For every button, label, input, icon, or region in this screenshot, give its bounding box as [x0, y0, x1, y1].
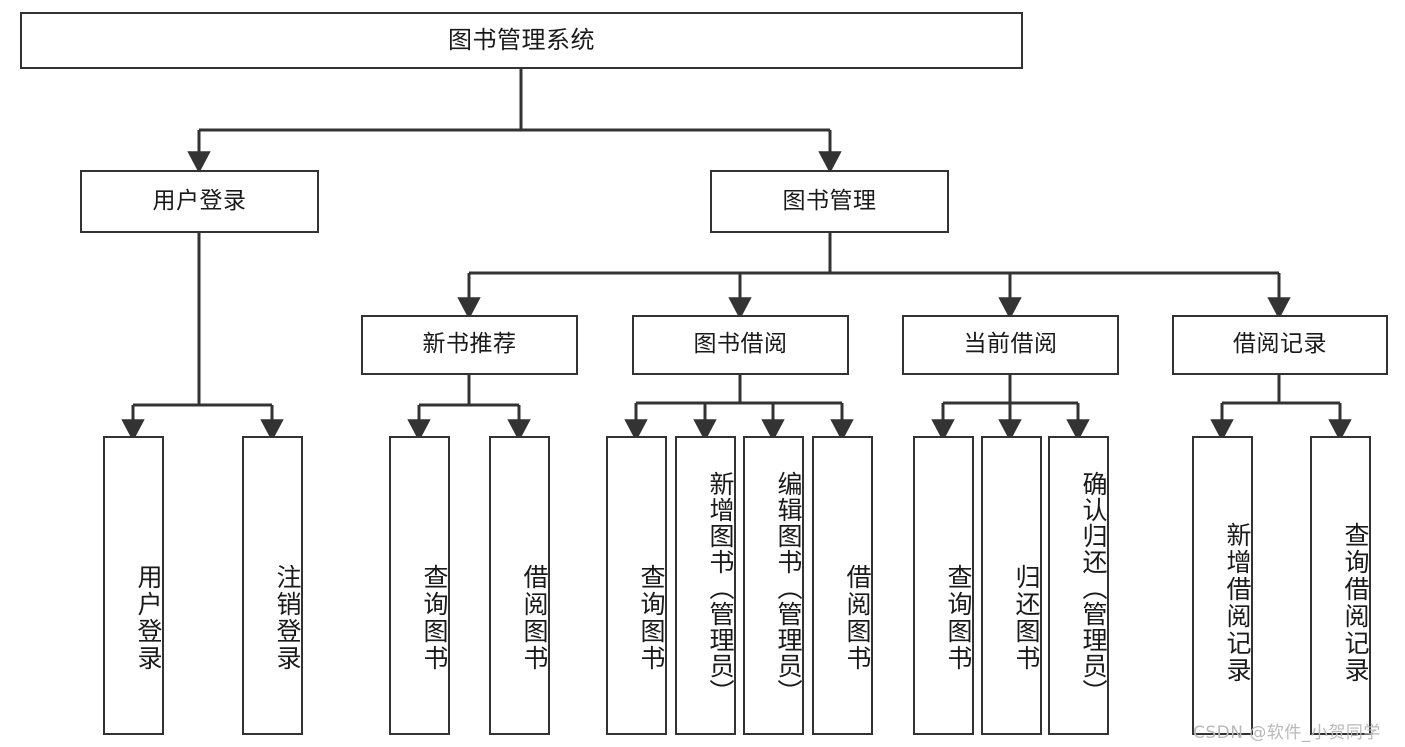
node-new-book-rec[interactable]: 新书推荐 [361, 315, 578, 375]
node-user-login[interactable]: 用户登录 [80, 170, 319, 233]
node-borrow-record-label: 借阅记录 [1233, 331, 1327, 358]
node-leaf-edit-book-label: 编辑图书（管理员） [774, 470, 803, 705]
node-leaf-logout[interactable]: 注销登录 [242, 436, 303, 735]
node-leaf-query-book-3[interactable]: 查询图书 [913, 436, 974, 735]
node-leaf-user-login[interactable]: 用户登录 [103, 436, 164, 735]
node-leaf-query-book-2[interactable]: 查询图书 [606, 436, 667, 735]
node-leaf-query-book-1-label: 查询图书 [420, 563, 449, 672]
node-current-borrow-label: 当前借阅 [963, 331, 1058, 358]
node-leaf-query-record[interactable]: 查询借阅记录 [1310, 436, 1371, 735]
node-leaf-query-book-3-label: 查询图书 [944, 563, 973, 672]
node-leaf-edit-book[interactable]: 编辑图书（管理员） [743, 436, 804, 735]
node-leaf-logout-label: 注销登录 [273, 563, 302, 672]
node-leaf-borrow-book-2[interactable]: 借阅图书 [812, 436, 873, 735]
node-root[interactable]: 图书管理系统 [20, 12, 1023, 69]
node-leaf-user-login-label: 用户登录 [134, 563, 163, 672]
node-book-manage-label: 图书管理 [782, 187, 877, 214]
node-user-login-label: 用户登录 [152, 187, 247, 214]
node-leaf-add-record[interactable]: 新增借阅记录 [1192, 436, 1253, 735]
csdn-watermark: CSDN @软件_小贺同学 [1193, 723, 1381, 743]
node-new-book-rec-label: 新书推荐 [422, 331, 517, 358]
node-leaf-borrow-book-2-label: 借阅图书 [843, 563, 872, 672]
node-leaf-query-book-2-label: 查询图书 [637, 563, 666, 672]
node-leaf-add-book[interactable]: 新增图书（管理员） [675, 436, 736, 735]
node-leaf-return-book-label: 归还图书 [1012, 563, 1041, 672]
node-root-label: 图书管理系统 [448, 26, 595, 55]
node-book-manage[interactable]: 图书管理 [710, 170, 949, 233]
node-borrow-record[interactable]: 借阅记录 [1172, 315, 1388, 375]
node-leaf-query-book-1[interactable]: 查询图书 [389, 436, 450, 735]
node-leaf-add-record-label: 新增借阅记录 [1223, 521, 1252, 684]
node-leaf-return-book[interactable]: 归还图书 [981, 436, 1042, 735]
node-leaf-borrow-book-1[interactable]: 借阅图书 [489, 436, 550, 735]
node-book-borrow-label: 图书借阅 [693, 331, 788, 358]
node-leaf-confirm-return-label: 确认归还（管理员） [1079, 470, 1108, 705]
node-leaf-add-book-label: 新增图书（管理员） [706, 470, 735, 705]
node-leaf-confirm-return[interactable]: 确认归还（管理员） [1048, 436, 1109, 735]
node-leaf-borrow-book-1-label: 借阅图书 [520, 563, 549, 672]
node-book-borrow[interactable]: 图书借阅 [632, 315, 849, 375]
node-leaf-query-record-label: 查询借阅记录 [1341, 521, 1370, 684]
node-current-borrow[interactable]: 当前借阅 [902, 315, 1119, 375]
